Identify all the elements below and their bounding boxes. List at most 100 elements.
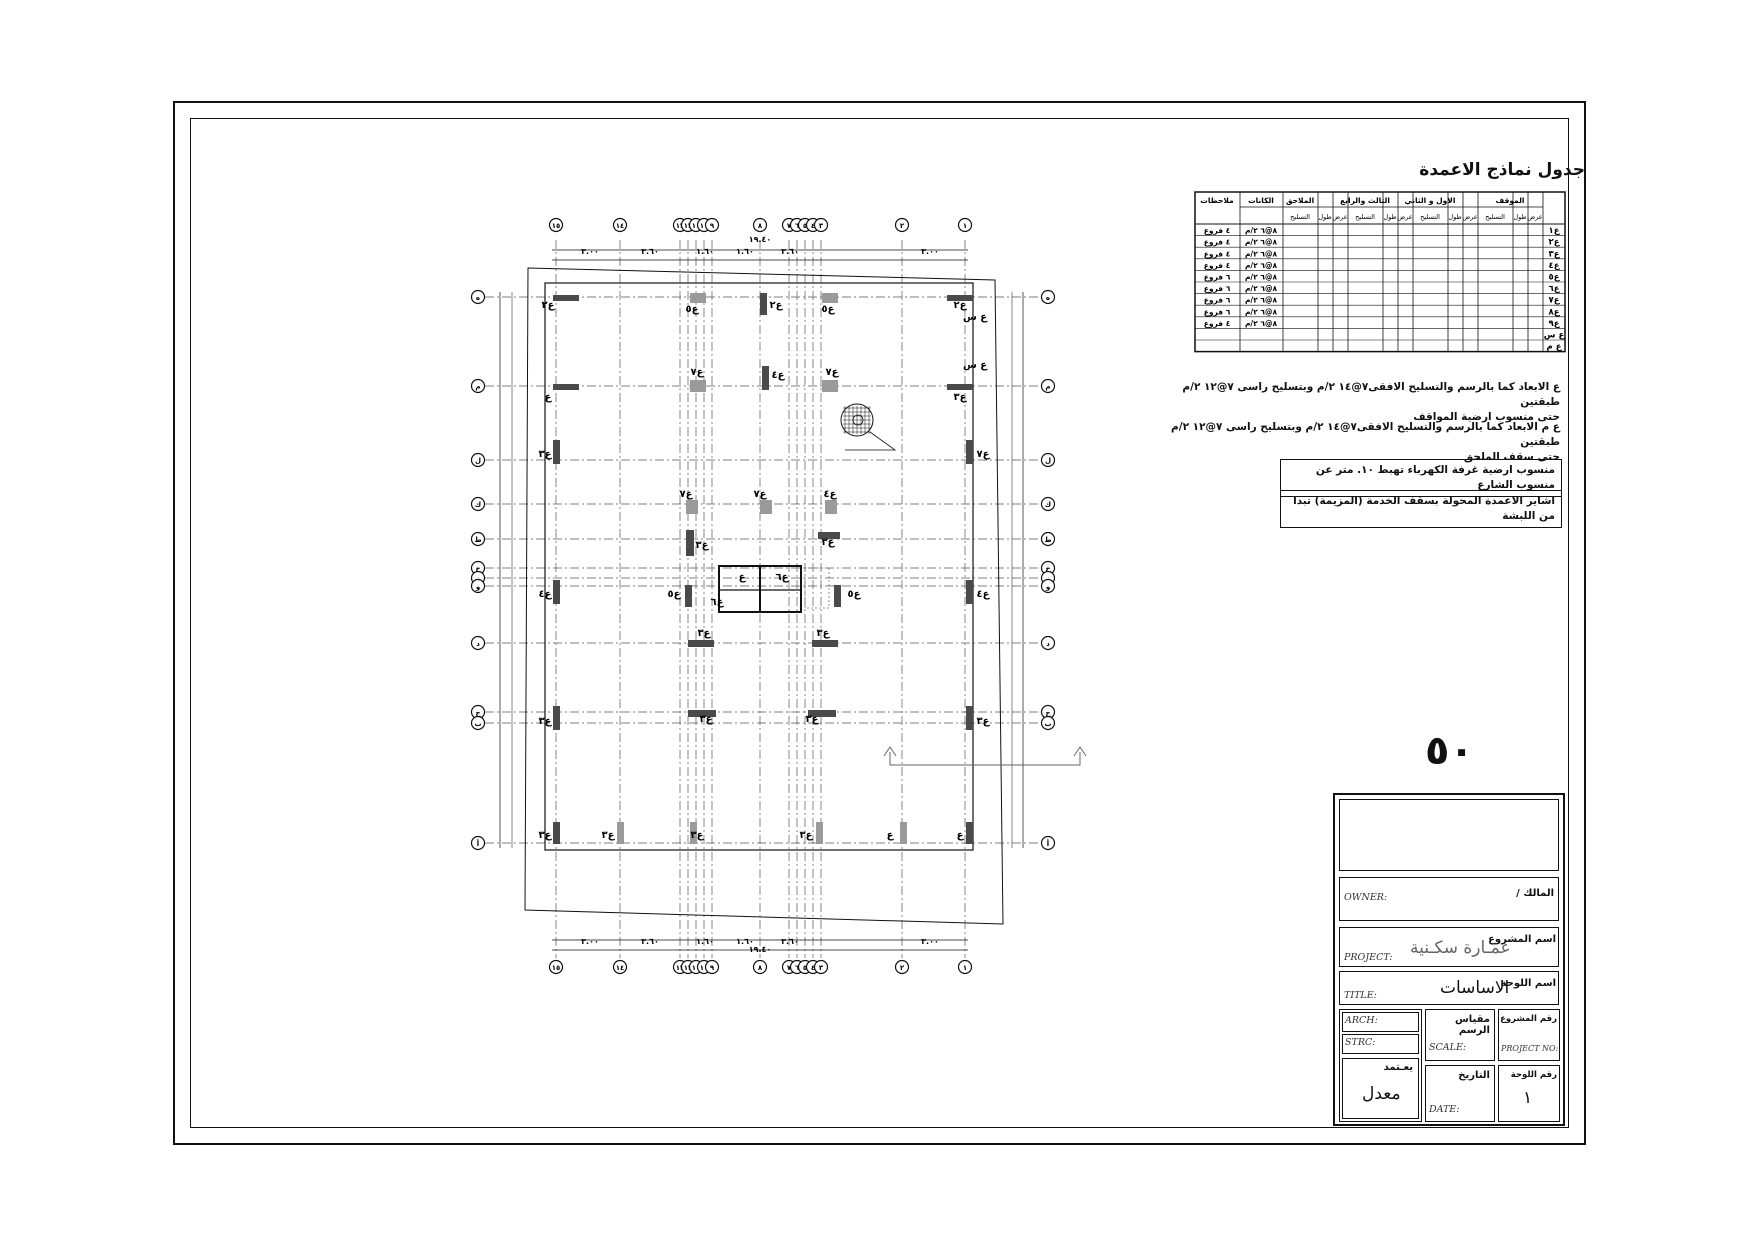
column-17 (553, 580, 560, 604)
axis-bubble-6-0 (704, 217, 720, 233)
column-label-31: ع (887, 830, 895, 841)
column-label-18: ع٤ (977, 589, 991, 600)
schedule-notes-5: ٦ فروع (1204, 284, 1231, 293)
column-24 (966, 706, 973, 730)
column-label-12: ع٧ (680, 489, 694, 500)
axis-label-6-0: ٩ (710, 222, 715, 230)
scale-ar: مقياس الرسم (1454, 1014, 1490, 1036)
column-label-34: ع٦ (776, 572, 790, 583)
axis-bubble-0-0 (548, 217, 564, 233)
column-19 (685, 585, 692, 607)
column-label-5: ع٧ (691, 367, 705, 378)
section-arrow-right (1073, 746, 1087, 757)
scale-cell: مقياس الرسم SCALE: (1425, 1009, 1495, 1061)
project-ar: اسم المشروع (1488, 934, 1556, 945)
column-label-26: ع٣ (806, 714, 820, 725)
schedule-group-header-5: ملاحظات (1200, 196, 1234, 205)
schedule-notes-3: ٤ فروع (1204, 261, 1231, 270)
side-axis-bubble-7-1 (1040, 578, 1056, 594)
column-label-24: ع٣ (977, 716, 991, 727)
projno-en: PROJECT NO: (1501, 1044, 1559, 1053)
axis-label-10-0: ٥ (803, 222, 807, 230)
axis-label-12-0: ٣ (819, 222, 824, 230)
side-axis-label-0-0: ه (476, 294, 480, 302)
column-label-15: ع٣ (696, 540, 710, 551)
note-1-line-1: ع الابعاد كما بالرسم والتسليح الافقى٧@١٤… (1182, 381, 1560, 408)
side-axis-bubble-11-0 (470, 835, 486, 851)
project-cell: PROJECT: اسم المشروع عمـارة سكـنية (1339, 927, 1559, 967)
side-axis-bubble-4-1 (1040, 531, 1056, 547)
side-axis-label-9-0: ج (475, 709, 481, 717)
top-dim-text-4-0: ٣.٦٠ (781, 247, 799, 256)
top-dim-text-1-1: ٣.٦٠ (641, 937, 659, 946)
schedule-title: جدول نماذج الاعمدة (1419, 160, 1585, 180)
axis-label-7-1: ٨ (758, 964, 763, 972)
schedule-notes-8: ٤ فروع (1204, 319, 1231, 328)
axis-bubble-13-1 (894, 959, 910, 975)
column-9 (947, 384, 973, 390)
title-en: TITLE: (1344, 990, 1377, 1001)
column-20 (834, 585, 841, 607)
side-axis-bubble-8-0 (470, 635, 486, 651)
column-label-8: ع (545, 392, 553, 403)
axis-label-9-0: ٦ (795, 222, 800, 230)
side-axis-label-9-1: ج (1045, 709, 1051, 717)
schedule-sub-header-1: طول (1513, 213, 1526, 221)
projno-ar: رقم المشروع (1500, 1014, 1557, 1024)
axis-bubble-12-0 (813, 217, 829, 233)
schedule-type-2: ع٣ (1548, 249, 1560, 259)
section-marker (889, 752, 1081, 766)
axis-label-7-0: ٨ (758, 222, 763, 230)
sheet-inner-border (190, 118, 1569, 1128)
side-axis-label-4-1: ط (1044, 536, 1051, 544)
schedule-type-6: ع٧ (1548, 296, 1560, 306)
detail-leader (845, 431, 897, 451)
overall-dim-text-1: ١٩.٤٠ (749, 945, 772, 954)
axis-label-3-0: ١٢ (684, 222, 693, 230)
axis-bubble-6-1 (704, 959, 720, 975)
axis-label-11-1: ٤ (811, 964, 815, 972)
column-label-10: ع٣ (539, 449, 553, 460)
axis-bubble-12-1 (813, 959, 829, 975)
schedule-sub-header-5: التسليح (1420, 213, 1440, 221)
column-label-32: ع (957, 830, 965, 841)
axis-label-5-1: ١٠ (700, 964, 709, 972)
approved-ar: يعـتمد (1383, 1062, 1413, 1073)
side-axis-bubble-3-0 (470, 496, 486, 512)
raft-outline (544, 282, 974, 851)
side-axis-label-5-0: ح (475, 565, 481, 573)
side-axis-label-10-1: ب (1044, 720, 1051, 728)
axis-label-4-0: ١١ (692, 222, 701, 230)
schedule-sub-header-4: طول (1448, 213, 1461, 221)
schedule-notes-1: ٤ فروع (1204, 238, 1231, 247)
schedule-type-9: ع س (1544, 331, 1566, 341)
schedule-type-1: ع٢ (1548, 238, 1560, 248)
column-30 (816, 822, 823, 844)
schedule-sub-header-6: عرض (1397, 213, 1412, 221)
signatures-cell: ARCH: STRC: يعـتمد معدل (1339, 1009, 1422, 1122)
column-16 (818, 532, 840, 539)
side-axis-bubble-11-1 (1040, 835, 1056, 851)
column-23 (553, 706, 560, 730)
axis-label-13-1: ٢ (900, 964, 905, 972)
column-label-33: ع (739, 572, 747, 583)
note-2-line-2: حتى سقف الملحق (1463, 451, 1560, 463)
approved-value: معدل (1362, 1084, 1401, 1104)
schedule-notes-2: ٤ فروع (1204, 249, 1231, 258)
axis-label-8-0: ٧ (787, 222, 792, 230)
column-4 (947, 295, 973, 301)
top-dim-text-4-1: ٣.٦٠ (781, 937, 799, 946)
column-12 (686, 500, 698, 514)
top-dim-text-0-0: ٣.٠٠ (581, 247, 599, 256)
sheet-outer-border (173, 101, 1586, 1145)
schedule-stirrups-4: ٨@٦ ٢/م (1245, 273, 1278, 282)
side-axis-label-3-1: ك (1045, 501, 1051, 509)
section-arrow-left (883, 746, 897, 757)
sheet-number-big: ٥٠ (1425, 728, 1474, 774)
column-label-6: ع٤ (772, 370, 786, 381)
date-cell: التاريخ DATE: (1425, 1065, 1495, 1122)
side-axis-label-8-1: د (1046, 640, 1050, 648)
column-29 (690, 822, 697, 844)
side-axis-label-1-0: م (475, 383, 480, 391)
